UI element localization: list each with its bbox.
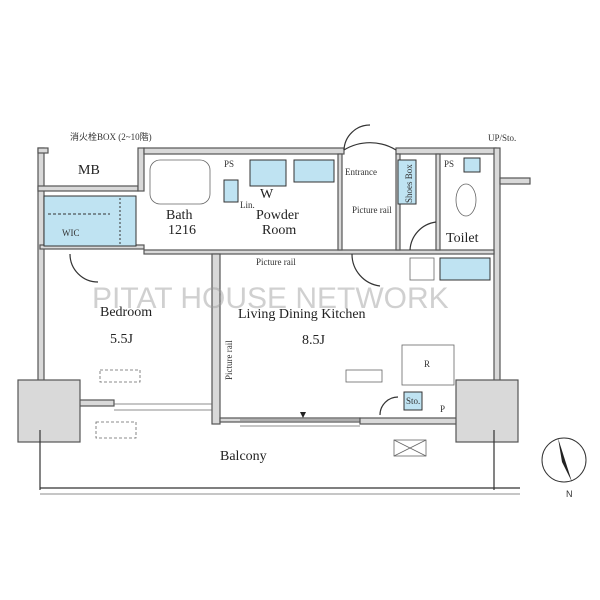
shoes-box-label: Shoes Box	[404, 164, 414, 203]
fixtures	[43, 157, 491, 427]
bath-size: 1216	[168, 223, 196, 238]
storage-label: Sto.	[406, 396, 420, 406]
up-sto-label: UP/Sto.	[488, 133, 516, 143]
bedroom-label: Bedroom	[100, 305, 152, 320]
north-label: N	[566, 489, 573, 499]
powder-label: Powder	[256, 208, 299, 223]
toilet-label: Toilet	[446, 231, 479, 246]
ldk-label: Living Dining Kitchen	[238, 307, 366, 322]
fire-box-label: 消火栓BOX (2~10階)	[70, 131, 152, 142]
walls	[17, 147, 531, 443]
watermark: PITAT HOUSE NETWORK	[92, 282, 449, 315]
ldk-size: 8.5J	[302, 333, 326, 348]
room-labels: 消火栓BOX (2~10階) MB PS PS W Lin. Bath 1216…	[62, 131, 516, 414]
entrance-label: Entrance	[345, 167, 377, 177]
compass-icon: N	[541, 437, 587, 499]
washer-label: W	[260, 187, 274, 202]
picture-rail-label-2: Picture rail	[256, 257, 296, 267]
balcony: Balcony	[39, 421, 520, 495]
room-label: Room	[262, 223, 296, 238]
bedroom-size: 5.5J	[110, 332, 134, 347]
bath-label: Bath	[166, 208, 192, 223]
pipe-label: P	[440, 404, 445, 414]
doors	[69, 124, 437, 416]
ps-label-2: PS	[444, 159, 454, 169]
linen-label: Lin.	[240, 200, 255, 210]
picture-rail-label-3: Picture rail	[224, 340, 234, 380]
ps-label: PS	[224, 159, 234, 169]
balcony-label: Balcony	[220, 449, 267, 464]
wic-label: WIC	[62, 228, 80, 238]
picture-rail-label-1: Picture rail	[352, 205, 392, 215]
refrigerator-label: R	[424, 359, 430, 369]
mb-label: MB	[78, 163, 100, 178]
